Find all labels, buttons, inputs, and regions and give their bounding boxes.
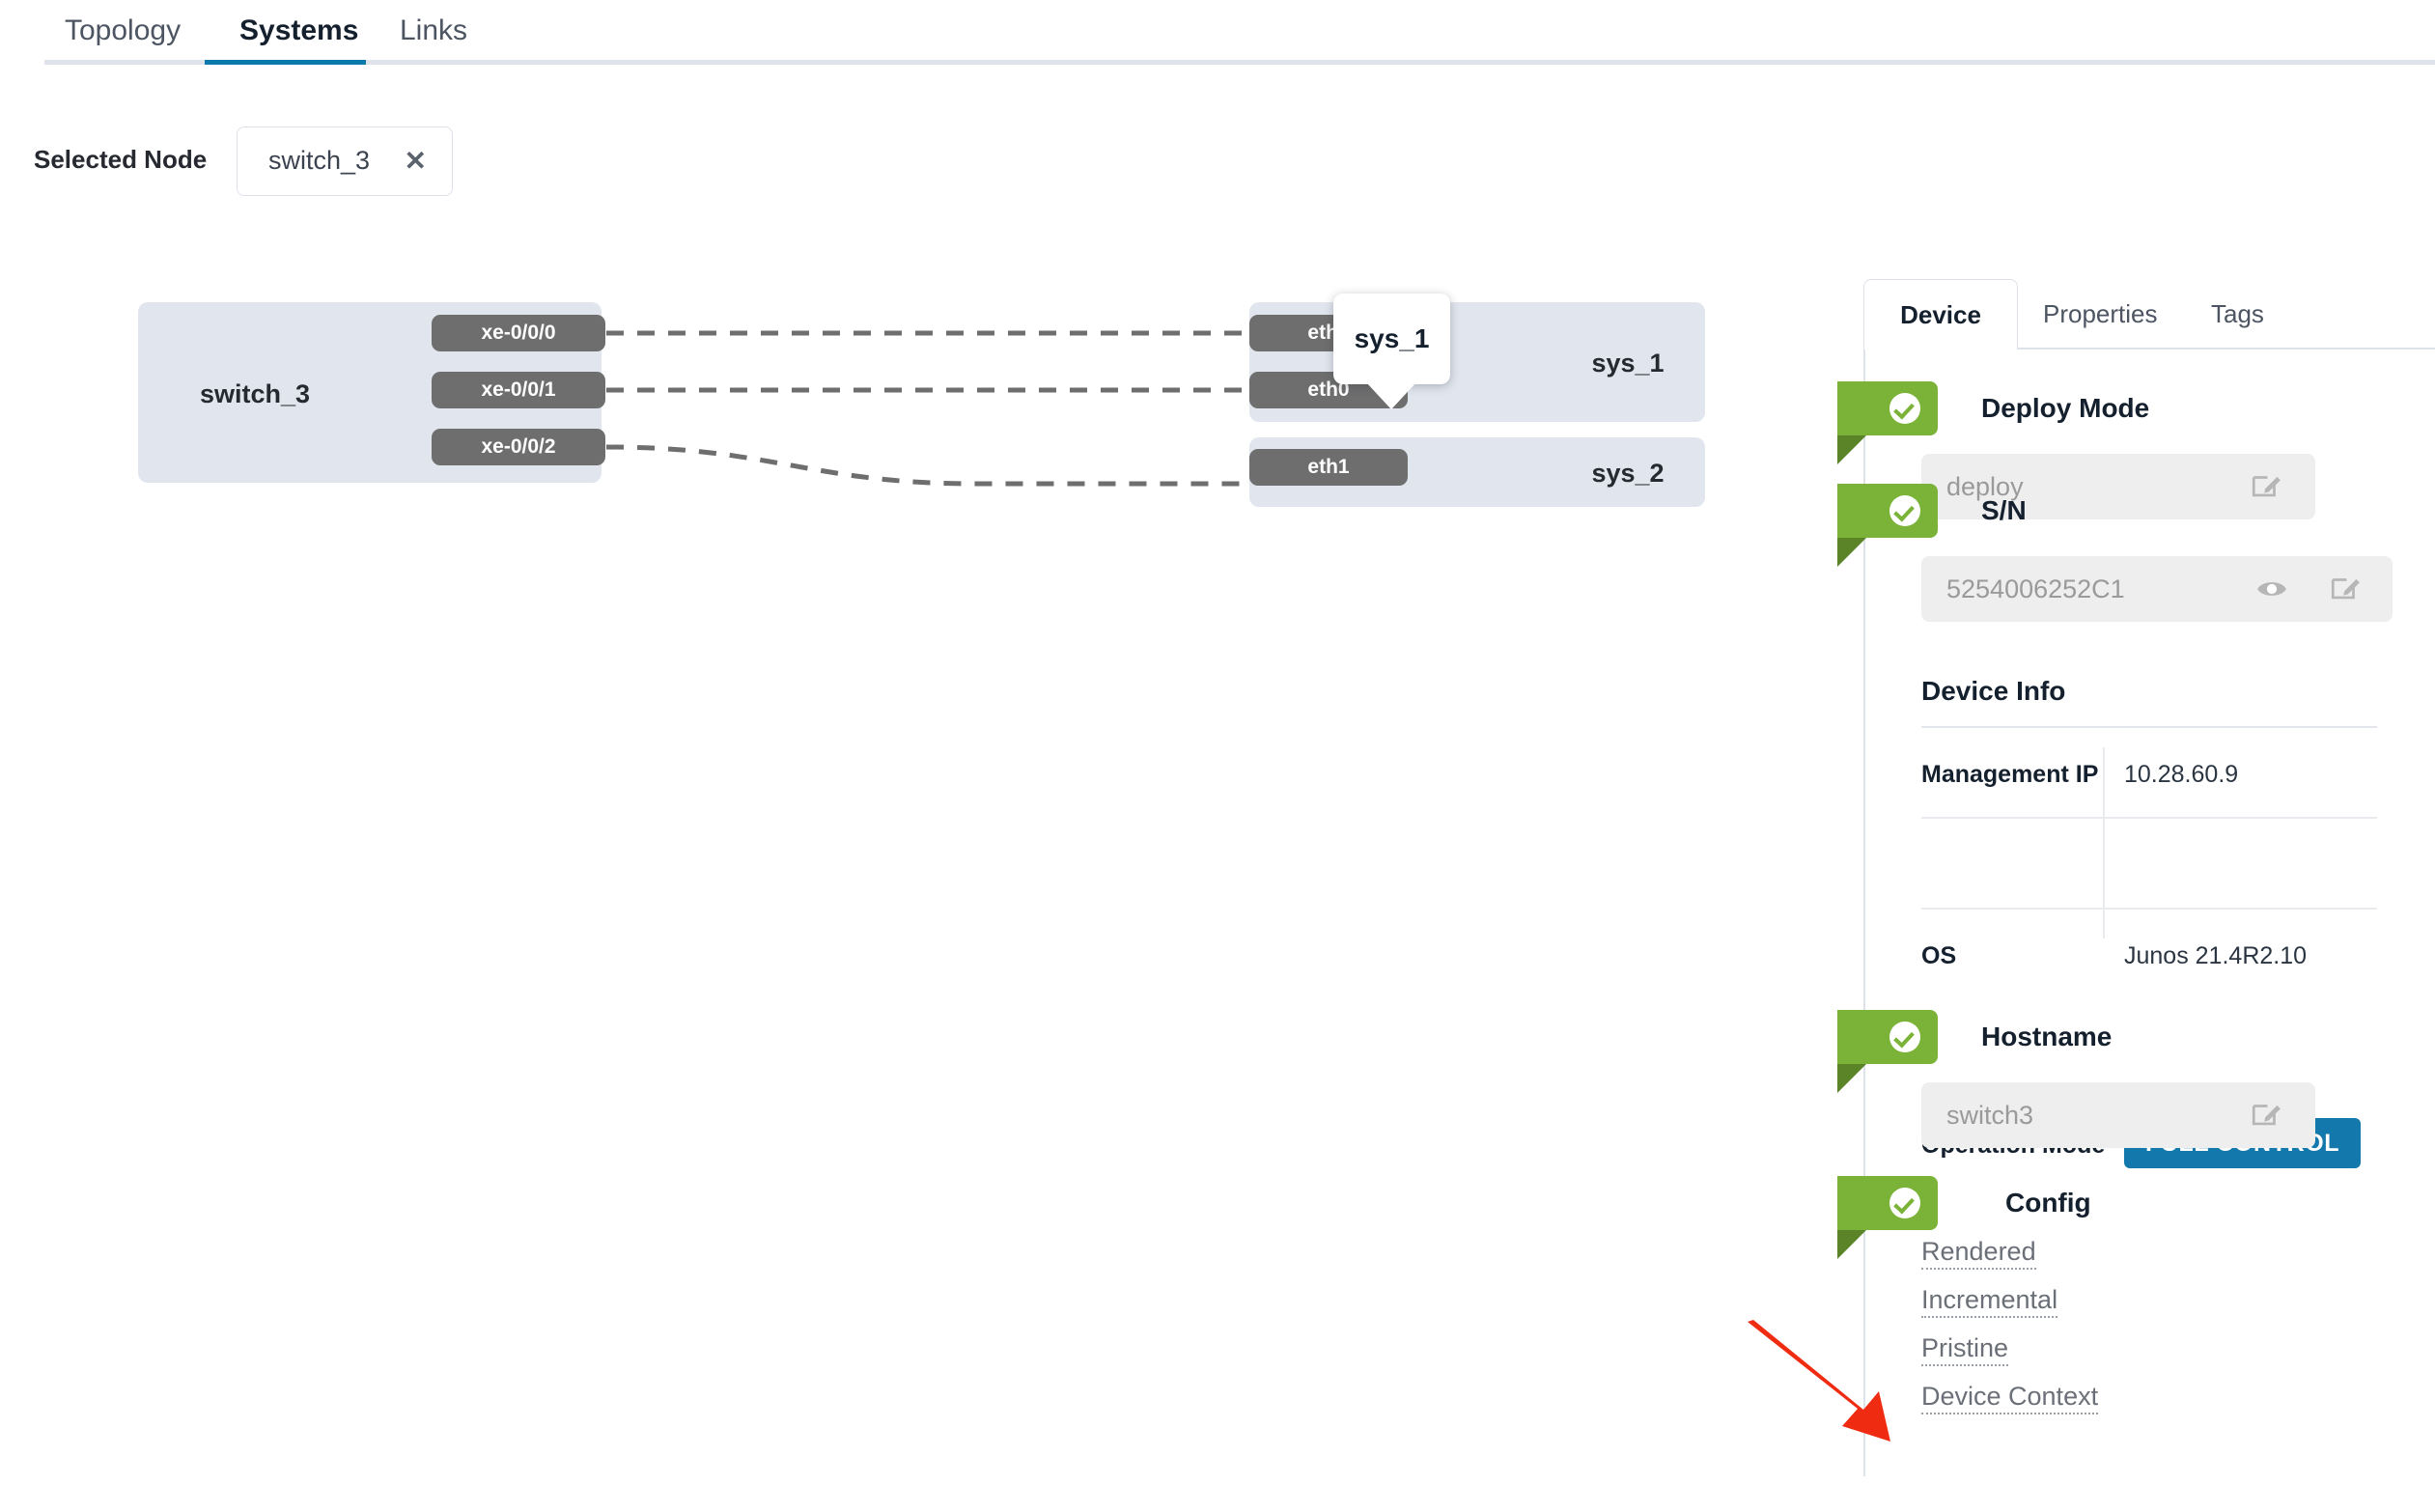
- node-hover-tooltip: sys_1: [1333, 294, 1450, 384]
- badge-fold: [1837, 538, 1866, 567]
- selected-node-chip[interactable]: switch_3 ✕: [237, 126, 453, 196]
- node-switch-3-label: switch_3: [199, 379, 311, 408]
- deploy-mode-input[interactable]: deploy: [1921, 454, 2315, 519]
- serial-number-input[interactable]: 5254006252C1: [1921, 556, 2393, 622]
- badge-fold: [1837, 435, 1866, 464]
- config-link-rendered[interactable]: Rendered: [1921, 1235, 2036, 1270]
- topology-links: [605, 330, 1247, 487]
- config-link-device-context[interactable]: Device Context: [1921, 1380, 2099, 1414]
- device-info-title: Device Info: [1921, 676, 2066, 706]
- hostname-label: Hostname: [1981, 1022, 2113, 1051]
- tab-topology[interactable]: Topology: [65, 14, 182, 46]
- hostname-status-badge: [1837, 1010, 1938, 1093]
- badge-background: [1837, 1010, 1938, 1064]
- badge-fold: [1837, 1064, 1866, 1093]
- port-sys2-eth1[interactable]: eth1: [1249, 449, 1408, 486]
- edit-pencil-icon[interactable]: [2250, 1098, 2284, 1133]
- check-circle-icon: [1889, 1022, 1920, 1052]
- close-x-icon[interactable]: ✕: [404, 146, 427, 176]
- tab-systems[interactable]: Systems: [239, 14, 359, 46]
- table-row: Operation Mode FULL CONTROL: [1921, 908, 2377, 1168]
- tab-bar-divider: [44, 60, 2435, 65]
- topology-canvas: switch_3 xe-0/0/0 xe-0/0/1 xe-0/0/2 sys_…: [0, 241, 1834, 579]
- badge-background: [1837, 1176, 1938, 1230]
- check-circle-icon: [1889, 393, 1920, 424]
- panel-tab-strip: Device Properties Tags: [1863, 279, 2435, 350]
- link-xe002-eth1: [605, 444, 1247, 487]
- deploy-mode-label: Deploy Mode: [1981, 393, 2150, 423]
- edit-pencil-icon[interactable]: [2329, 572, 2364, 606]
- row-key-os: OS: [1921, 942, 1957, 969]
- config-link-incremental[interactable]: Incremental: [1921, 1283, 2058, 1318]
- selected-node-chip-value: switch_3: [268, 146, 371, 175]
- table-row: Management IP 10.28.60.9: [1921, 726, 2377, 796]
- table-row: OS Junos 21.4R2.10: [1921, 817, 2377, 969]
- port-xe-0-0-1[interactable]: xe-0/0/1: [432, 372, 605, 408]
- row-value-os: Junos 21.4R2.10: [2124, 942, 2308, 969]
- device-info-title-rule: [1921, 726, 2377, 728]
- port-xe-0-0-2[interactable]: xe-0/0/2: [432, 429, 605, 465]
- serial-number-status-badge: [1837, 484, 1938, 567]
- badge-fold: [1837, 1230, 1866, 1259]
- tooltip-pointer-icon: [1366, 382, 1416, 409]
- serial-number-value: 5254006252C1: [1946, 574, 2125, 603]
- config-label: Config: [2005, 1188, 2091, 1218]
- tab-device[interactable]: Device: [1863, 279, 2018, 350]
- eye-icon[interactable]: [2255, 574, 2290, 609]
- hostname-input[interactable]: switch3: [1921, 1082, 2315, 1148]
- badge-background: [1837, 484, 1938, 538]
- table-column-divider: [2103, 747, 2105, 938]
- table-row-divider: [1921, 817, 2377, 819]
- check-circle-icon: [1889, 1188, 1920, 1218]
- port-xe-0-0-0[interactable]: xe-0/0/0: [432, 315, 605, 351]
- row-value-management-ip: 10.28.60.9: [2124, 761, 2239, 788]
- selected-node-label: Selected Node: [34, 145, 208, 174]
- device-detail-panel: Device Properties Tags Deploy Mode deplo…: [1837, 279, 2435, 1476]
- tab-properties[interactable]: Properties: [2043, 299, 2158, 328]
- table-row-divider: [1921, 908, 2377, 910]
- node-hover-tooltip-text: sys_1: [1354, 323, 1430, 353]
- red-arrow-icon: [1748, 1320, 1890, 1442]
- tab-tags[interactable]: Tags: [2211, 299, 2264, 328]
- active-tab-indicator: [205, 60, 366, 65]
- deploy-mode-status-badge: [1837, 381, 1938, 464]
- device-info-table: Management IP 10.28.60.9 OS Junos 21.4R2…: [1921, 726, 2377, 1168]
- config-link-pristine[interactable]: Pristine: [1921, 1331, 2009, 1366]
- row-key-management-ip: Management IP: [1921, 761, 2099, 788]
- main-tab-bar: Topology Systems Links: [0, 0, 2435, 65]
- panel-body: Deploy Mode deploy S/N 5254006252C1: [1837, 348, 2435, 1476]
- check-circle-icon: [1889, 495, 1920, 526]
- tab-links[interactable]: Links: [400, 14, 468, 46]
- node-sys-2-label: sys_2: [1591, 459, 1665, 488]
- config-status-badge: [1837, 1176, 1938, 1259]
- node-sys-1-label: sys_1: [1591, 349, 1665, 378]
- badge-background: [1837, 381, 1938, 435]
- serial-number-label: S/N: [1981, 495, 2027, 525]
- edit-pencil-icon[interactable]: [2250, 469, 2284, 504]
- panel-tab-divider: [1863, 348, 2435, 350]
- deploy-mode-value: deploy: [1946, 472, 2024, 501]
- hostname-value: switch3: [1946, 1101, 2034, 1130]
